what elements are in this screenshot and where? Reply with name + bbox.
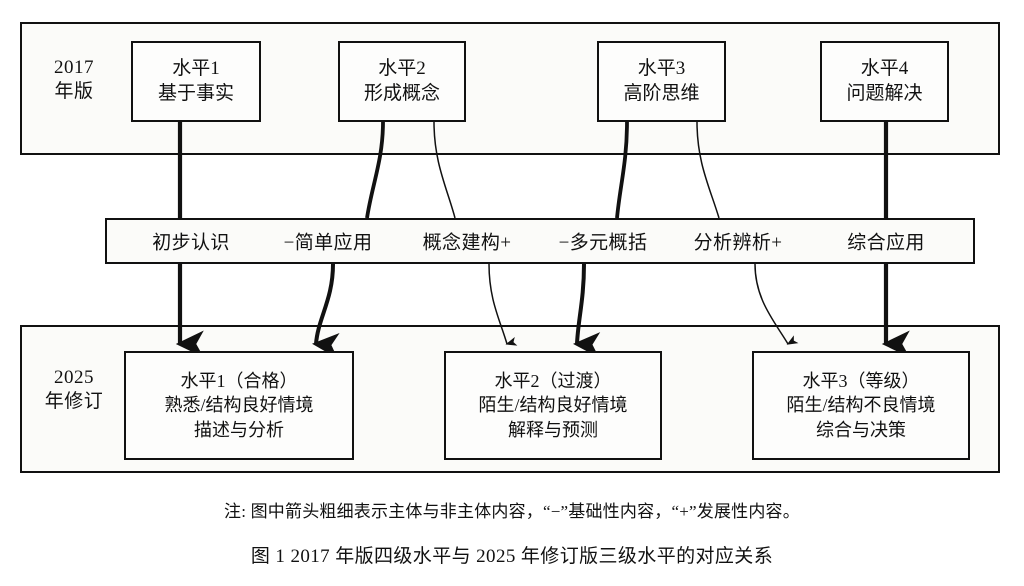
top-level-box-1-title: 水平1 [172, 57, 220, 79]
top-level-box-4-title: 水平4 [860, 57, 909, 79]
top-level-box-1-desc: 基于事实 [157, 82, 234, 104]
era-2025-line1: 2025 [54, 367, 94, 388]
figure-note: 注: 图中箭头粗细表示主体与非主体内容，“−”基础性内容，“+”发展性内容。 [224, 502, 800, 521]
edge-fenxi-to-bottom3 [754, 263, 799, 345]
top-level-box-2-title: 水平2 [378, 57, 426, 79]
bottom-level-box-2[interactable]: 水平2（过渡） 陌生/结构良好情境 解释与预测 [444, 351, 662, 460]
era-label-2017: 2017 年版 [38, 56, 110, 105]
edge-gainian-to-bottom2 [488, 263, 518, 346]
bottom-level-box-3-action: 综合与决策 [816, 419, 906, 440]
bottom-level-box-2-context: 陌生/结构良好情境 [478, 395, 628, 416]
edge-level3-to-fenxi [696, 121, 720, 219]
edge-jiandan-to-bottom1 [312, 263, 340, 359]
bottom-level-box-3-title: 水平3（等级） [802, 371, 920, 392]
edge-level3-to-duoyuan [615, 121, 629, 219]
era-2017-line1: 2017 [54, 57, 94, 78]
bottom-level-box-2-title: 水平2（过渡） [494, 371, 612, 392]
figure-caption: 图 1 2017 年版四级水平与 2025 年修订版三级水平的对应关系 [250, 546, 774, 567]
top-level-box-2[interactable]: 水平2 形成概念 [338, 41, 466, 122]
edge-level2-to-gainian [433, 121, 456, 219]
top-level-box-4-desc: 问题解决 [846, 82, 923, 104]
era-2025-line2: 年修订 [44, 391, 104, 413]
top-level-box-1[interactable]: 水平1 基于事实 [131, 41, 261, 122]
bottom-level-box-1-action: 描述与分析 [194, 419, 284, 440]
top-level-box-3[interactable]: 水平3 高阶思维 [597, 41, 726, 122]
era-label-2025: 2025 年修订 [36, 366, 112, 415]
bottom-level-box-3-context: 陌生/结构不良情境 [786, 395, 936, 416]
top-level-box-4[interactable]: 水平4 问题解决 [820, 41, 949, 122]
top-level-box-2-desc: 形成概念 [363, 82, 440, 104]
edge-duoyuan-to-bottom2 [573, 263, 601, 358]
edge-level2-to-jiandan [365, 121, 385, 219]
top-level-box-3-title: 水平3 [637, 57, 686, 79]
bottom-level-box-1[interactable]: 水平1（合格） 熟悉/结构良好情境 描述与分析 [124, 351, 354, 460]
bottom-level-box-1-context: 熟悉/结构良好情境 [164, 395, 314, 416]
top-level-box-3-desc: 高阶思维 [623, 82, 700, 104]
bottom-level-box-1-title: 水平1（合格） [180, 371, 298, 392]
bottom-level-box-3[interactable]: 水平3（等级） 陌生/结构不良情境 综合与决策 [752, 351, 970, 460]
era-2017-line2: 年版 [54, 81, 94, 103]
bottom-level-box-2-action: 解释与预测 [508, 419, 598, 440]
middle-band-container [105, 218, 975, 264]
